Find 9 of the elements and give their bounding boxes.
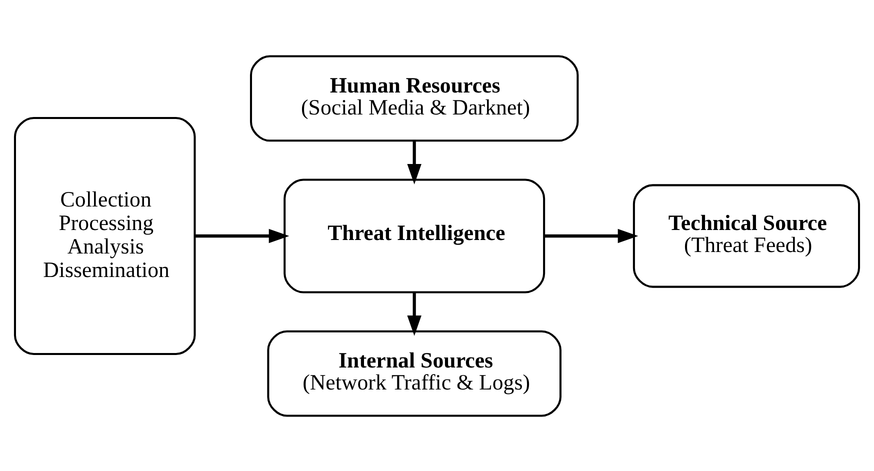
arrow [407,292,422,336]
node-box: Technical Source (Threat Feeds) [632,184,860,288]
node-box: Threat Intelligence [284,178,546,293]
node-box: Collection Processing Analysis Dissemination [14,116,196,355]
arrow [544,228,638,243]
node-box: Human Resources (Social Media & Darknet) [250,54,579,142]
arrow [407,140,422,184]
arrow [195,228,290,243]
node-box: Internal Sources (Network Traffic & Logs) [267,330,562,416]
